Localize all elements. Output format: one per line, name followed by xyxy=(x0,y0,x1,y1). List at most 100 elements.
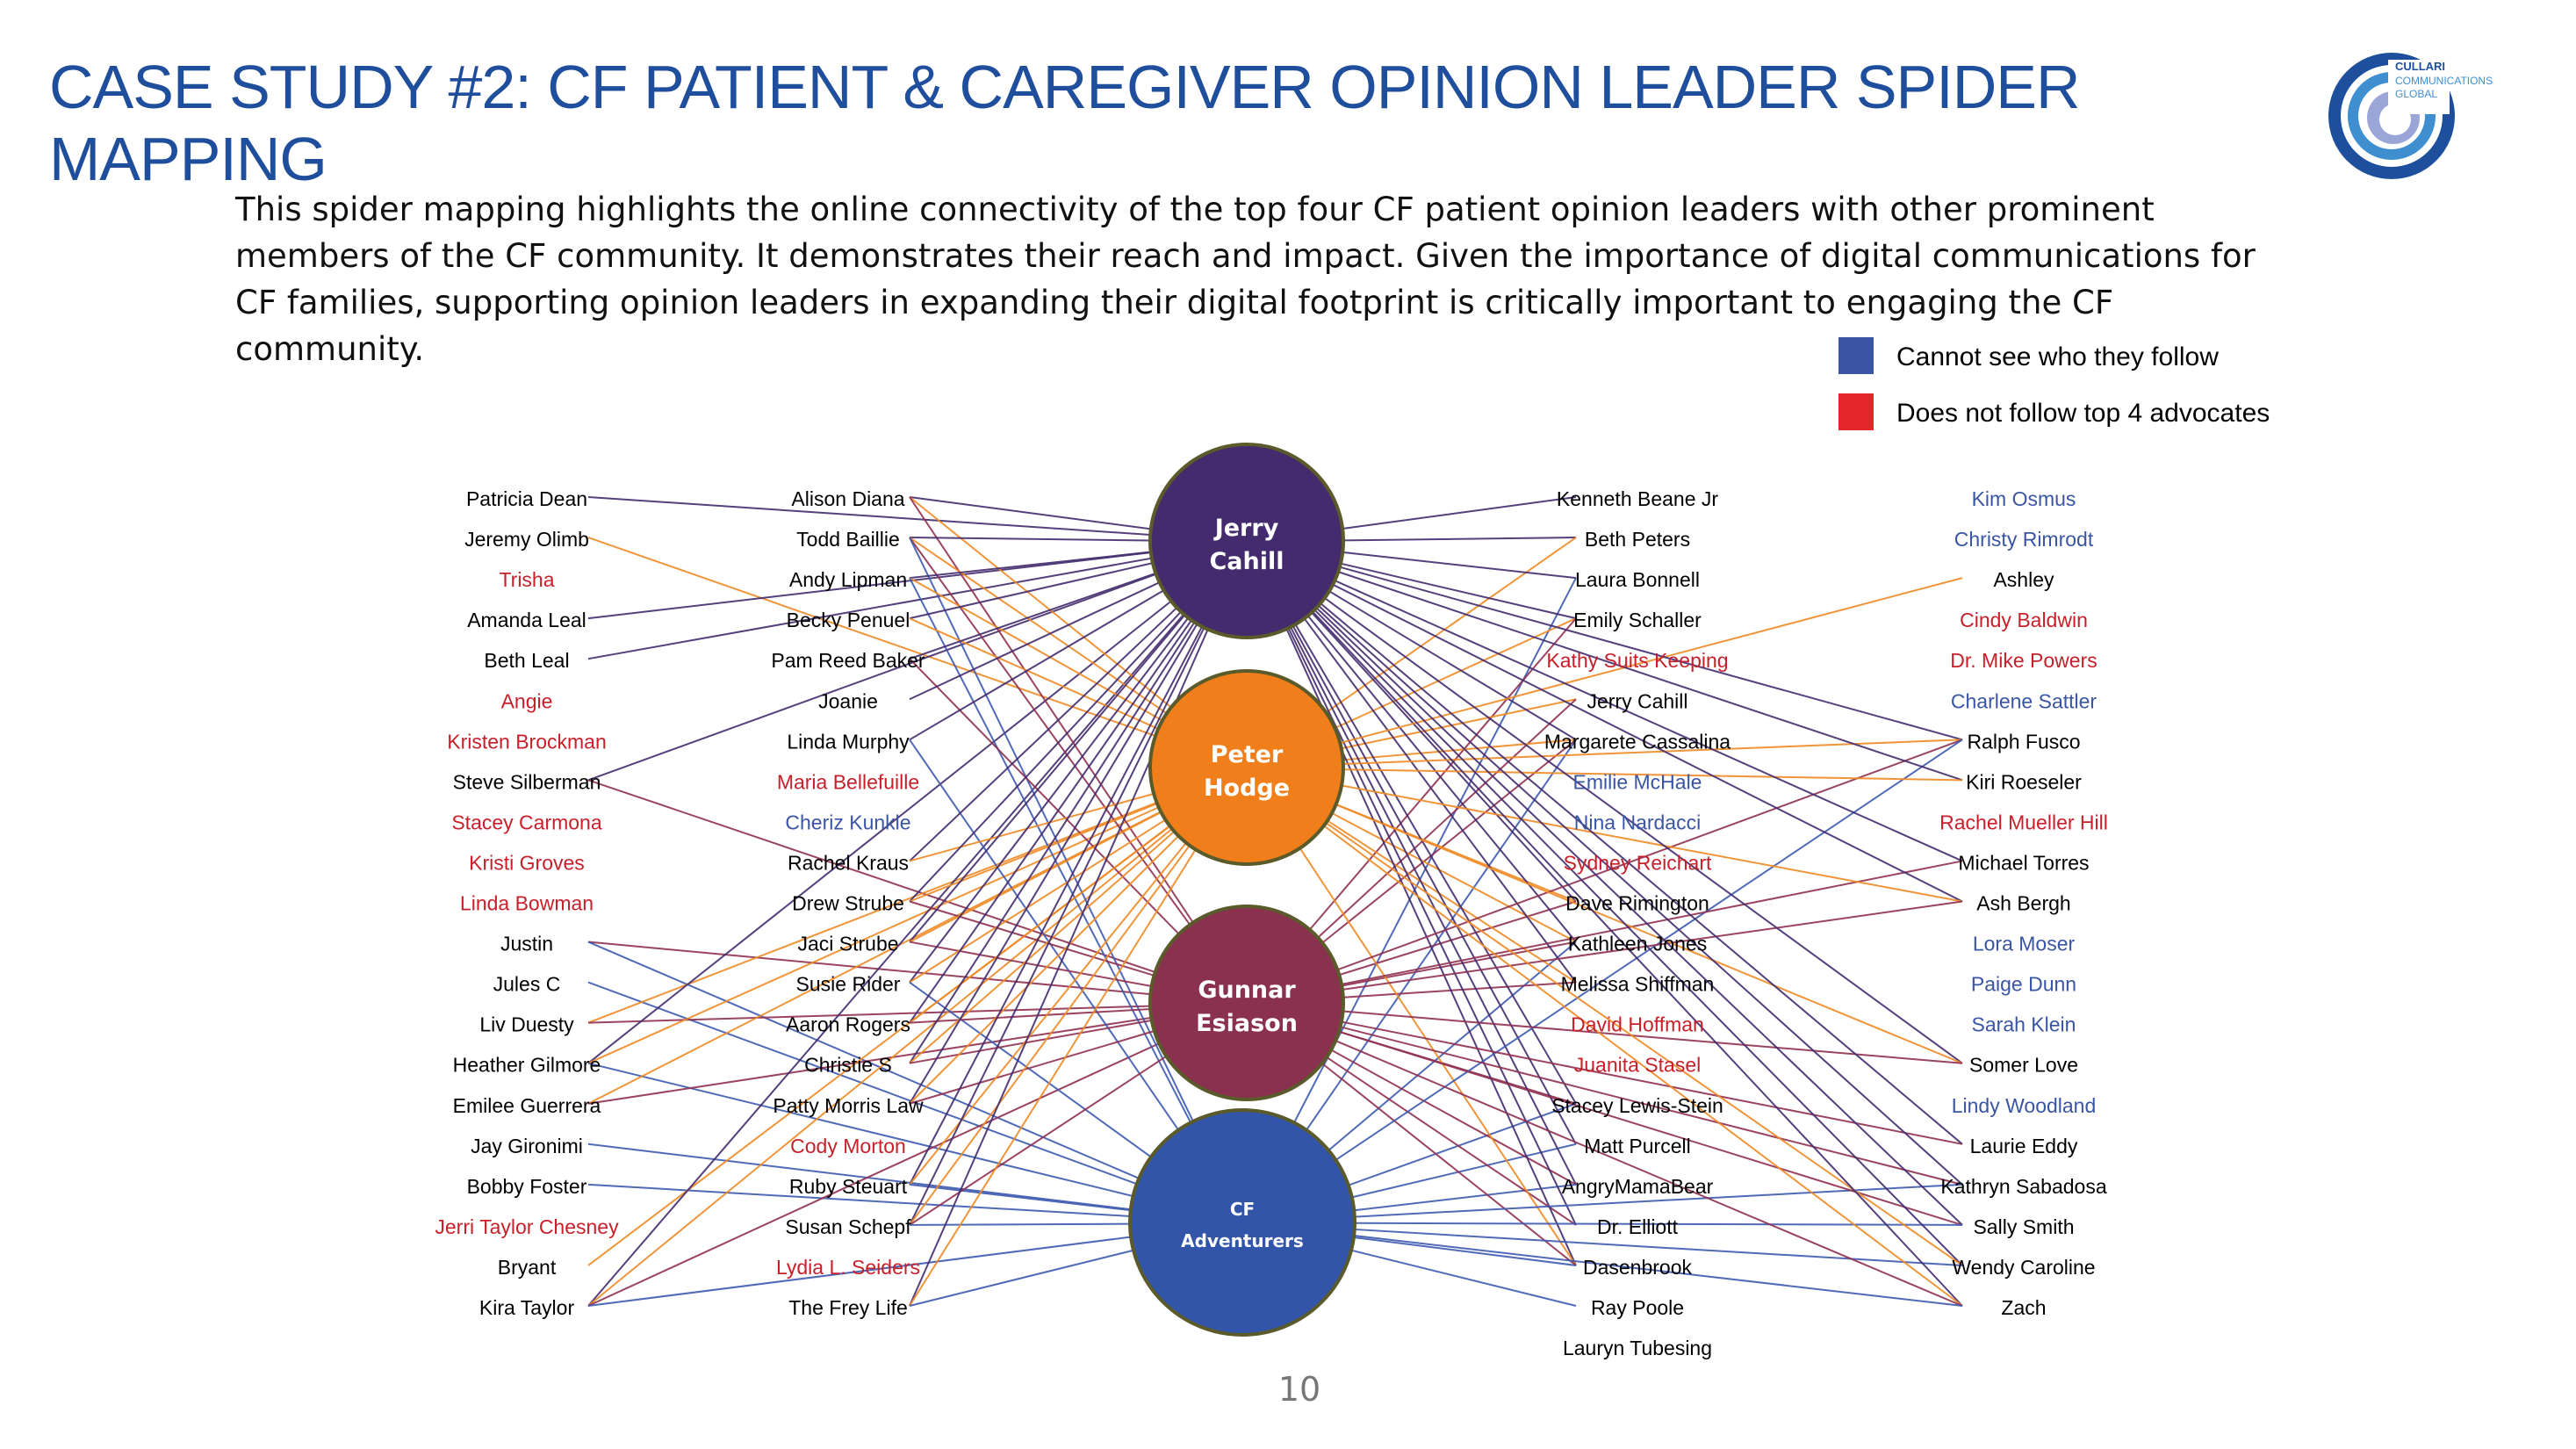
member-name: Michael Torres xyxy=(1958,851,2089,874)
member-name: Lauryn Tubesing xyxy=(1563,1337,1712,1359)
connection-line xyxy=(909,1055,1167,1226)
member-name: Pam Reed Baker xyxy=(771,649,925,672)
member-name: Christie S xyxy=(804,1054,892,1077)
connection-line xyxy=(1354,1183,1577,1212)
connection-line xyxy=(909,589,1164,741)
connection-line xyxy=(1326,1056,1577,1226)
member-name: Jules C xyxy=(493,973,561,996)
connection-line xyxy=(1328,941,1577,1151)
connection-line xyxy=(1320,602,1963,1145)
connection-line xyxy=(909,627,1205,1226)
connection-line xyxy=(587,827,1173,1307)
member-name: Angie xyxy=(501,689,553,712)
connection-line xyxy=(587,806,1160,1064)
connection-line xyxy=(909,562,1154,620)
member-name: Charlene Sattler xyxy=(1951,689,2097,712)
member-name: Wendy Caroline xyxy=(1952,1256,2095,1279)
connection-line xyxy=(587,981,1138,1186)
member-name: Dasenbrook xyxy=(1583,1256,1693,1279)
member-name: Drew Strube xyxy=(792,892,904,915)
member-name: Cindy Baldwin xyxy=(1960,609,2088,631)
member-name: Juanita Stasel xyxy=(1574,1054,1701,1077)
connection-line xyxy=(1325,822,1963,1266)
member-name: AngryMamaBear xyxy=(1562,1175,1714,1198)
member-name: Linda Bowman xyxy=(460,892,594,915)
hub-label: Esiason xyxy=(1196,1010,1298,1037)
connection-line xyxy=(1335,804,1963,1064)
connection-line xyxy=(1334,617,1577,729)
connection-line xyxy=(1354,1222,1963,1226)
connection-line xyxy=(909,900,1155,977)
member-name: Ray Poole xyxy=(1591,1296,1684,1319)
connection-line xyxy=(587,1062,1133,1198)
connection-line xyxy=(909,610,1182,903)
member-name: The Frey Life xyxy=(788,1296,908,1319)
member-name: Somer Love xyxy=(1969,1054,2078,1077)
connection-line xyxy=(1353,1236,1577,1266)
connection-line xyxy=(1311,611,1577,903)
connection-line xyxy=(587,537,1156,737)
member-name: Alison Diana xyxy=(791,487,904,510)
hub-circle xyxy=(1148,669,1345,866)
connection-line xyxy=(1342,768,1963,782)
connection-line xyxy=(909,831,1176,1064)
member-name: Dr. Elliott xyxy=(1597,1215,1679,1238)
connection-line xyxy=(1299,847,1577,1266)
connection-line xyxy=(587,1236,1132,1307)
member-name: Laura Bonnell xyxy=(1575,568,1700,591)
page-title: CASE STUDY #2: CF PATIENT & CAREGIVER OP… xyxy=(49,53,2081,193)
connection-line xyxy=(1306,615,1577,943)
connection-line xyxy=(1351,1143,1577,1199)
member-name: Dr. Mike Powers xyxy=(1950,649,2097,672)
connection-line xyxy=(1338,900,1577,977)
connection-line xyxy=(1342,739,1963,765)
connection-line xyxy=(587,941,1140,1179)
member-name: Todd Baillie xyxy=(796,528,900,551)
logo-line2: COMMUNICATIONS xyxy=(2395,75,2493,87)
connection-line xyxy=(1335,1040,1963,1307)
connection-line xyxy=(909,818,1166,984)
connection-line xyxy=(587,1016,1152,1105)
member-name: Cody Morton xyxy=(790,1135,906,1157)
connection-line xyxy=(587,1143,1131,1211)
member-name: Beth Leal xyxy=(484,649,569,672)
member-name: Emily Schaller xyxy=(1573,609,1702,631)
connection-line xyxy=(1348,1102,1577,1186)
connection-line xyxy=(909,616,1190,984)
member-name: Stacey Carmona xyxy=(451,811,602,833)
legend-label-red: Does not follow top 4 advocates xyxy=(1896,399,2270,428)
member-name: Lora Moser xyxy=(1973,933,2076,955)
member-name: Lydia L. Seiders xyxy=(776,1256,920,1279)
connection-line xyxy=(1353,1235,1963,1307)
member-name: Patty Morris Law xyxy=(773,1094,924,1117)
member-name: Ash Bergh xyxy=(1976,892,2070,915)
legend-label-blue: Cannot see who they follow xyxy=(1896,342,2219,371)
member-name: Kira Taylor xyxy=(479,1296,575,1319)
legend-swatch-red xyxy=(1838,393,1874,430)
connection-line xyxy=(909,537,1191,926)
member-name: Kenneth Beane Jr xyxy=(1557,487,1718,510)
member-name: Stacey Lewis-Stein xyxy=(1551,1094,1723,1117)
member-name: Kristi Groves xyxy=(469,851,585,874)
connection-line xyxy=(1342,981,1577,998)
hub-nodes: JerryCahillPeterHodgeGunnarEsiasonCFAdve… xyxy=(1128,443,1356,1337)
connection-line xyxy=(587,941,1151,996)
member-name: Sarah Klein xyxy=(1972,1013,2076,1036)
hub-label: Peter xyxy=(1211,741,1284,768)
member-name: Rachel Mueller Hill xyxy=(1939,811,2108,833)
connection-line xyxy=(909,1030,1155,1105)
connection-line xyxy=(1306,739,1577,1131)
connection-line xyxy=(909,614,1186,943)
member-name: Heather Gilmore xyxy=(453,1054,601,1077)
member-name: Rachel Kraus xyxy=(788,851,909,874)
member-name: Ruby Steuart xyxy=(789,1175,908,1198)
connection-line xyxy=(1324,597,1963,1064)
connection-line xyxy=(909,496,1151,530)
cullari-logo: CULLARI COMMUNICATIONS GLOBAL xyxy=(2328,53,2493,179)
member-name: Kathleen Jones xyxy=(1568,933,1708,955)
connection-line xyxy=(909,572,1156,660)
connection-line xyxy=(909,623,1198,1105)
member-name: Becky Penuel xyxy=(787,609,910,631)
connection-line xyxy=(909,739,1179,1131)
